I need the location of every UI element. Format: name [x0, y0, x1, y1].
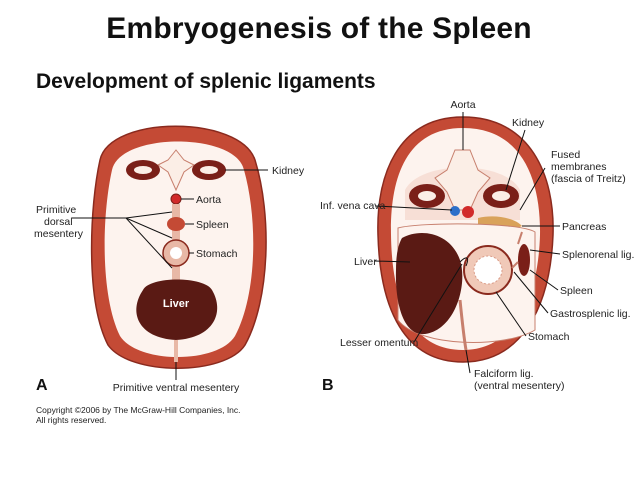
label-primitive-dorsal-mesentery-2: dorsal	[44, 216, 73, 228]
panel-letter-a: A	[36, 377, 48, 394]
label-falciform-lig-1: Falciform lig.	[474, 368, 534, 380]
label-falciform-lig-2: (ventral mesentery)	[474, 380, 564, 392]
label-spleen-a: Spleen	[196, 219, 229, 231]
inf-vena-cava-b	[450, 206, 460, 216]
label-pancreas: Pancreas	[562, 221, 606, 233]
label-liver-b: Liver	[354, 256, 377, 268]
label-primitive-ventral-mesentery: Primitive ventral mesentery	[113, 382, 240, 394]
liver-a	[136, 279, 218, 340]
label-fused-membranes-1: Fused	[551, 149, 580, 161]
aorta-b	[462, 206, 474, 218]
label-fused-membranes-3: (fascia of Treitz)	[551, 173, 626, 185]
label-aorta-b: Aorta	[450, 99, 475, 111]
label-lesser-omentum: Lesser omentum	[340, 337, 418, 349]
label-stomach-b: Stomach	[528, 331, 570, 343]
aorta-a	[170, 193, 182, 205]
copyright-line-2: All rights reserved.	[36, 415, 107, 425]
spleen-b	[518, 244, 530, 276]
label-kidney-a: Kidney	[272, 165, 305, 177]
label-primitive-dorsal-mesentery-1: Primitive	[36, 204, 76, 216]
spleen-primordium-a	[167, 217, 185, 231]
diagram-b: Aorta Kidney Fused membranes (fascia of …	[320, 99, 634, 394]
label-spleen-b: Spleen	[560, 285, 593, 297]
vertebra-a	[157, 149, 195, 192]
label-primitive-dorsal-mesentery-3: mesentery	[34, 228, 84, 240]
diagram-a: Kidney Aorta Spleen Stomach Liver Primit…	[34, 125, 305, 394]
liver-b	[395, 233, 463, 335]
label-splenorenal-lig: Splenorenal lig.	[562, 249, 634, 261]
label-gastrosplenic-lig: Gastrosplenic lig.	[550, 308, 631, 320]
copyright-line-1: Copyright ©2006 by The McGraw-Hill Compa…	[36, 405, 241, 415]
slide-subtitle: Development of splenic ligaments	[36, 70, 376, 93]
label-kidney-b: Kidney	[512, 117, 545, 129]
slide-title: Embryogenesis of the Spleen	[106, 12, 532, 45]
label-liver-a: Liver	[163, 298, 190, 310]
panel-letter-b: B	[322, 377, 334, 394]
label-aorta-a: Aorta	[196, 194, 221, 206]
label-inf-vena-cava: Inf. vena cava	[320, 200, 386, 212]
label-stomach-a: Stomach	[196, 248, 238, 260]
label-fused-membranes-2: membranes	[551, 161, 606, 173]
copyright-notice: Copyright ©2006 by The McGraw-Hill Compa…	[36, 405, 241, 425]
